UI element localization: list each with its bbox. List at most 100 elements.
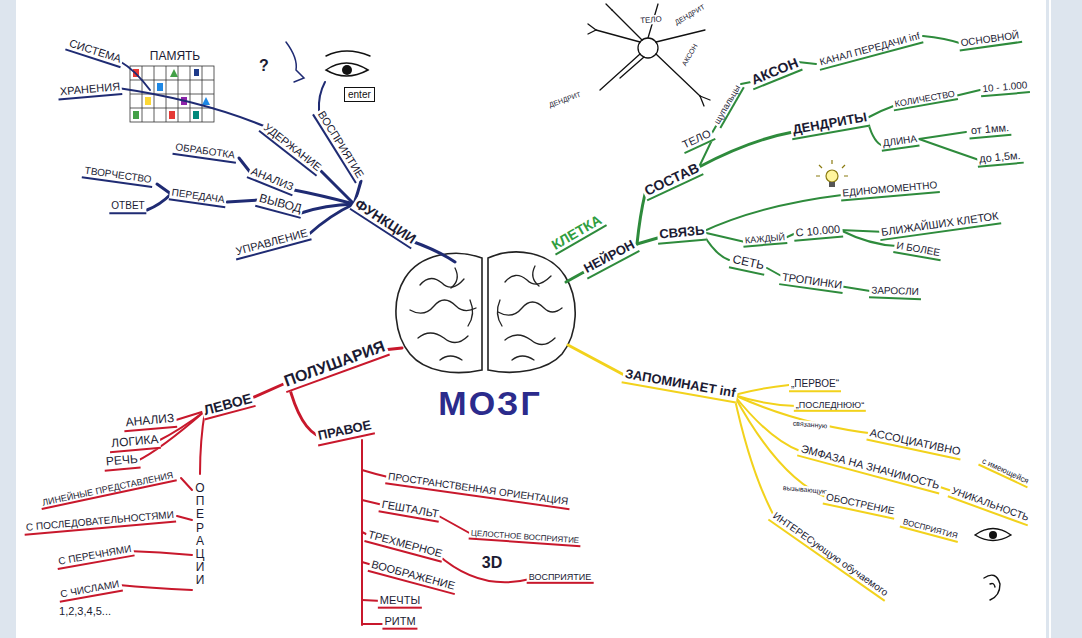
- branch-label: ТЕЛО: [638, 14, 664, 25]
- branch-label: АКСОН: [679, 41, 700, 69]
- eye-ear-sketch: [975, 529, 1011, 601]
- eye-ear-sketch-part: [990, 583, 995, 587]
- branch-label: С ПЕРЕЧНЯМИ: [56, 543, 135, 570]
- red-branches-part: [362, 470, 388, 477]
- branch-label: ОПЕРАЦИИ: [194, 482, 206, 588]
- branch-label: УНИКАЛЬНОСТЬ: [948, 484, 1033, 526]
- green-branches: [566, 36, 980, 291]
- navy-branches: [118, 62, 455, 262]
- key-label: enter: [348, 89, 371, 100]
- branch-label: ХРАНЕНИЯ: [57, 80, 122, 100]
- branch-label: ГЕШТАЛЬТ: [379, 497, 442, 522]
- green-branches-part: [637, 194, 645, 244]
- brain-drawing-part-part: [440, 356, 462, 360]
- green-branches-part: [955, 90, 980, 96]
- branch-label: ПЕРЕДАЧА: [169, 186, 228, 207]
- brain-drawing-part: [410, 266, 562, 360]
- neuron-sketch-part: [588, 24, 596, 30]
- neuron-sketch-part: [700, 96, 704, 106]
- green-branches-part: [867, 105, 896, 118]
- branch-label: ВООБРАЖЕНИЕ: [368, 557, 459, 594]
- key-box: enter: [344, 87, 375, 102]
- branch-label: С 10.000: [793, 223, 843, 242]
- eye-ear-sketch-part: [984, 575, 1000, 600]
- branch-label: КЛЕТКА: [547, 210, 607, 255]
- branch-label: РИТМ: [382, 615, 417, 630]
- eye-ear-sketch-part: [989, 531, 997, 539]
- branch-label: вызывающую: [781, 484, 830, 496]
- branch-label: ЛИНЕЙНЫЕ ПРЕДСТАВЛЕНИЯ: [39, 470, 176, 511]
- neuron-sketch: [588, 4, 710, 106]
- branch-label: БЛИЖАЙШИХ КЛЕТОК: [878, 209, 1001, 241]
- navy-branches-part: [414, 242, 455, 262]
- brain-drawing-part: [396, 253, 482, 372]
- branch-label: ЦЕЛОСТНОЕ ВОСПРИЯТИЕ: [469, 529, 582, 548]
- navy-branches-part: [239, 158, 250, 172]
- branch-label: ЗАПОМИНАЕТ inf: [621, 367, 738, 404]
- branch-label: С ЧИСЛАМИ: [58, 578, 123, 602]
- green-branches-part: [919, 132, 966, 139]
- branch-label: ОБРАБОТКА: [172, 141, 237, 163]
- lightbulb-sketch-part: [829, 182, 835, 187]
- brain-drawing-part-part: [410, 300, 476, 313]
- branch-label: КОЛИЧЕСТВО: [892, 88, 958, 111]
- neuron-sketch-part: [620, 57, 644, 78]
- slide-frame-part: [1049, 0, 1051, 638]
- navy-branches-part: [321, 171, 354, 204]
- memory-grid-part: [133, 111, 139, 119]
- branch-label: „ПОСЛЕДНЮЮ“: [794, 400, 866, 412]
- face-eye-sketch: [286, 42, 370, 82]
- green-branches-part: [566, 272, 584, 282]
- slide-frame-part: [0, 0, 16, 638]
- branch-label: 10 - 1.000: [980, 79, 1030, 97]
- branch-label: РЕЧЬ: [103, 453, 140, 472]
- red-branches-part: [119, 585, 192, 590]
- branch-label: АНАЛИЗ: [123, 412, 177, 432]
- brain-drawing-part-part: [468, 300, 473, 326]
- neuron-sketch-part: [656, 54, 700, 96]
- branch-label: АССОЦИАТИВНО: [866, 426, 963, 460]
- branch-label: ОТВЕТ: [109, 200, 146, 214]
- branch-label: ТРЕХМЕРНОЕ: [364, 528, 445, 563]
- branch-label: ДЕНДРИТЫ: [789, 110, 870, 140]
- branch-label: ВЫВОД: [255, 191, 305, 219]
- memory-grid-part: [170, 69, 178, 77]
- branch-label: ДЕНДРИТ: [546, 90, 584, 110]
- neuron-sketch-part: [606, 4, 612, 10]
- brain-drawing-part-part: [418, 333, 468, 343]
- lightbulb-sketch-part: [826, 170, 838, 182]
- red-branches-part: [177, 516, 192, 520]
- memory-grid-part: [130, 94, 214, 95]
- navy-branches-part: [227, 200, 260, 202]
- red-branches-part: [181, 478, 192, 490]
- branch-label: НЕЙРОН: [580, 237, 640, 280]
- branch-label: СОСТАВ: [640, 159, 704, 202]
- branch-label: ВОСПРИЯТИЯ: [900, 517, 961, 543]
- memory-grid-part: [130, 66, 214, 122]
- brain-drawing-part-part: [533, 266, 539, 286]
- branch-label: 3D: [480, 554, 504, 572]
- neuron-sketch-part: [656, 30, 705, 42]
- branch-label: КАЖДЫЙ: [742, 232, 787, 248]
- green-branches-part: [712, 126, 716, 133]
- memory-grid: [130, 66, 214, 122]
- lightbulb-sketch: [816, 160, 848, 187]
- neuron-sketch-part: [612, 10, 642, 40]
- branch-label: ЗАРОСЛИ: [869, 284, 921, 299]
- memory-grid-part: [157, 83, 163, 91]
- branch-label: АКСОН: [747, 54, 803, 91]
- neuron-sketch-part: [588, 30, 596, 34]
- branch-label: КАНАЛ ПЕРЕДАЧИ inf: [817, 30, 924, 71]
- branch-label: ТЕЛО: [679, 126, 716, 154]
- yellow-branches: [568, 345, 955, 514]
- brain-drawing-part-part: [505, 275, 551, 284]
- branch-label: щупальцы: [711, 81, 745, 128]
- yellow-branches-part: [734, 395, 796, 406]
- branch-label: ПАМЯТЬ: [148, 50, 203, 64]
- brain-drawing-part-part: [451, 268, 457, 288]
- branch-label: ВОСПРИЯТИЕ: [527, 572, 594, 584]
- branch-label: ЕДИНОМОМЕНТНО: [840, 179, 940, 201]
- branch-label: И БОЛЕЕ: [893, 239, 943, 261]
